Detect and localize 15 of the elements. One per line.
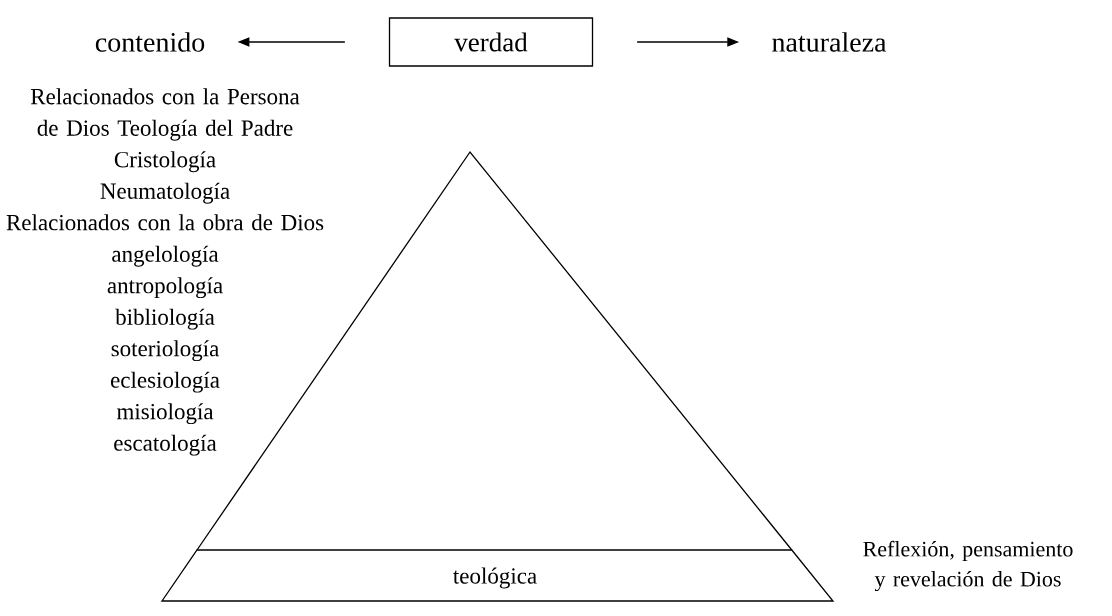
heading-text: naturaleza <box>772 32 887 52</box>
list-item: Relacionados con la Persona de Dios Teología del Padre <box>30 88 300 141</box>
list-item: Neumatología <box>100 182 230 204</box>
side-note: Reflexión, pensamiento y revelación de Dios <box>863 540 1073 592</box>
list-item: misiología <box>116 403 214 425</box>
list-item: Relacionados con la obra de Dios <box>6 214 324 231</box>
list-item: eclesiología <box>111 371 220 393</box>
list-item: soteriología <box>111 340 219 362</box>
list-item: angelología <box>112 245 219 267</box>
text-box: verdad <box>388 17 594 67</box>
list-item: bibliología <box>115 308 215 330</box>
heading-text: contenido <box>95 32 205 52</box>
list-item: escatología <box>114 434 217 456</box>
list-item: Cristología <box>114 151 216 173</box>
list-item: antropología <box>107 277 223 299</box>
